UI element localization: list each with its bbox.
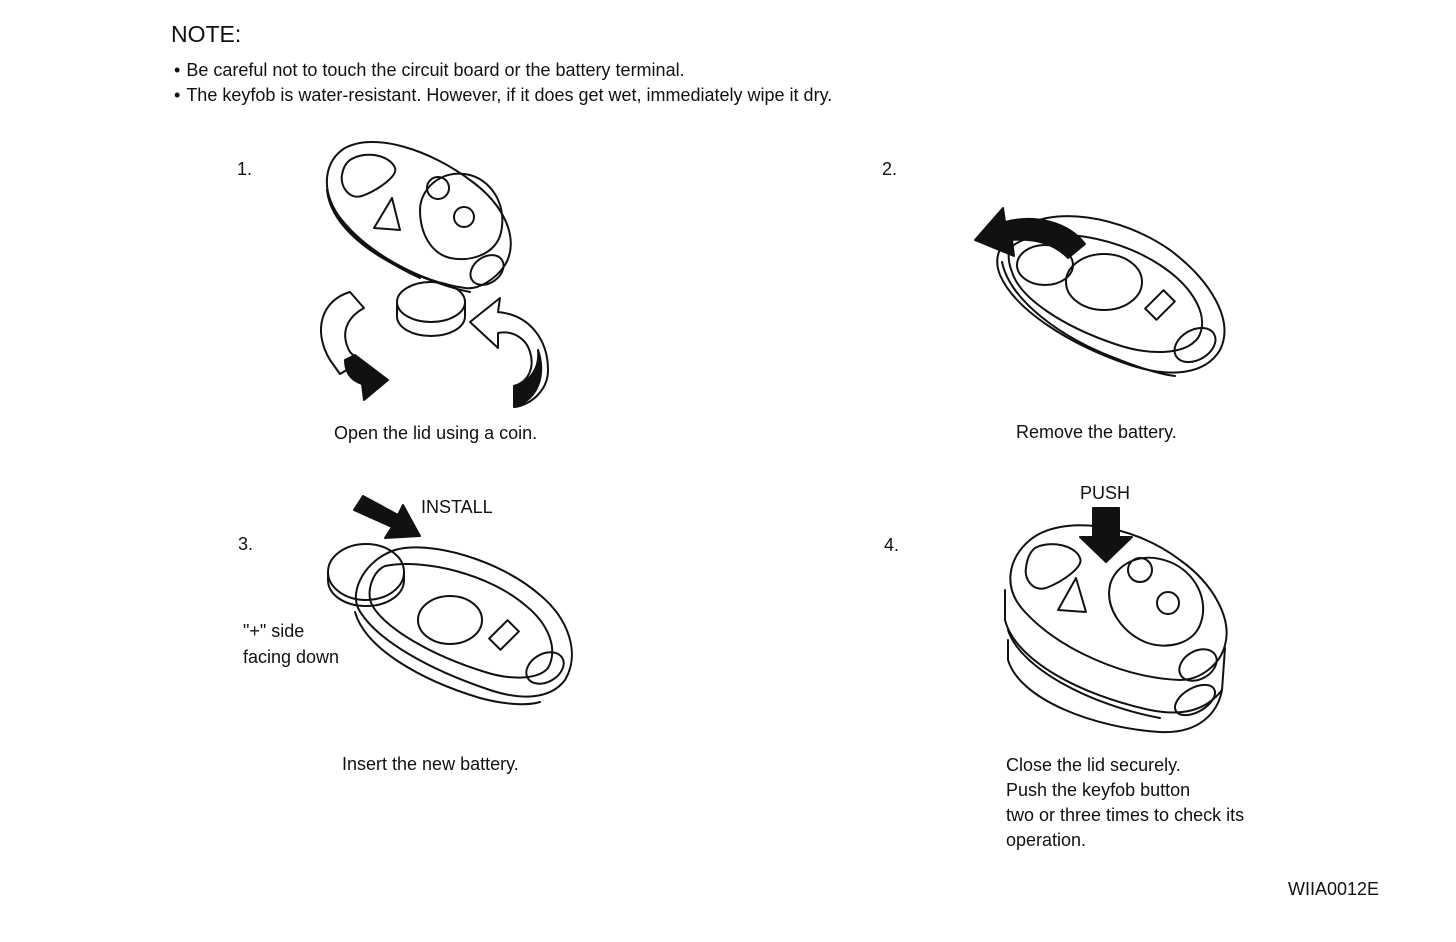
rotate-arrow-right-head	[513, 349, 543, 408]
step-number: 3.	[238, 534, 254, 554]
figure-id: WIIA0012E	[1288, 879, 1380, 899]
caption-line: operation.	[1006, 830, 1087, 850]
note-title: NOTE:	[171, 21, 242, 47]
rotate-arrow-left-head	[344, 354, 389, 401]
step1-keyfob-illustration	[325, 141, 512, 337]
note-item: The keyfob is water-resistant. However, …	[174, 83, 832, 108]
caption-line: Push the keyfob button	[1006, 780, 1191, 800]
battery-side-label: "+" side	[243, 621, 305, 641]
step-number: 2.	[882, 159, 898, 179]
note-item: Be careful not to touch the circuit boar…	[174, 58, 832, 83]
step-caption: Remove the battery.	[1016, 422, 1177, 442]
step2-keyfob-illustration	[996, 215, 1226, 377]
install-arrow	[353, 495, 421, 539]
caption-line: two or three times to check its	[1006, 805, 1245, 825]
note-list: Be careful not to touch the circuit boar…	[174, 58, 832, 108]
step3-keyfob-illustration	[327, 543, 573, 706]
install-label: INSTALL	[421, 497, 493, 517]
rotate-arrow-left	[320, 291, 365, 375]
step-caption: Open the lid using a coin.	[334, 423, 538, 443]
step-number: 4.	[884, 535, 900, 555]
caption-line: Close the lid securely.	[1006, 755, 1181, 775]
remove-arrow	[974, 207, 1086, 259]
step-caption: Close the lid securely. Push the keyfob …	[1006, 753, 1244, 853]
step-number: 1.	[237, 159, 253, 179]
step4-keyfob-illustration	[1004, 524, 1228, 734]
push-label: PUSH	[1080, 483, 1131, 503]
battery-side-label: facing down	[243, 647, 340, 667]
step-caption: Insert the new battery.	[342, 754, 519, 774]
push-arrow	[1079, 507, 1133, 563]
